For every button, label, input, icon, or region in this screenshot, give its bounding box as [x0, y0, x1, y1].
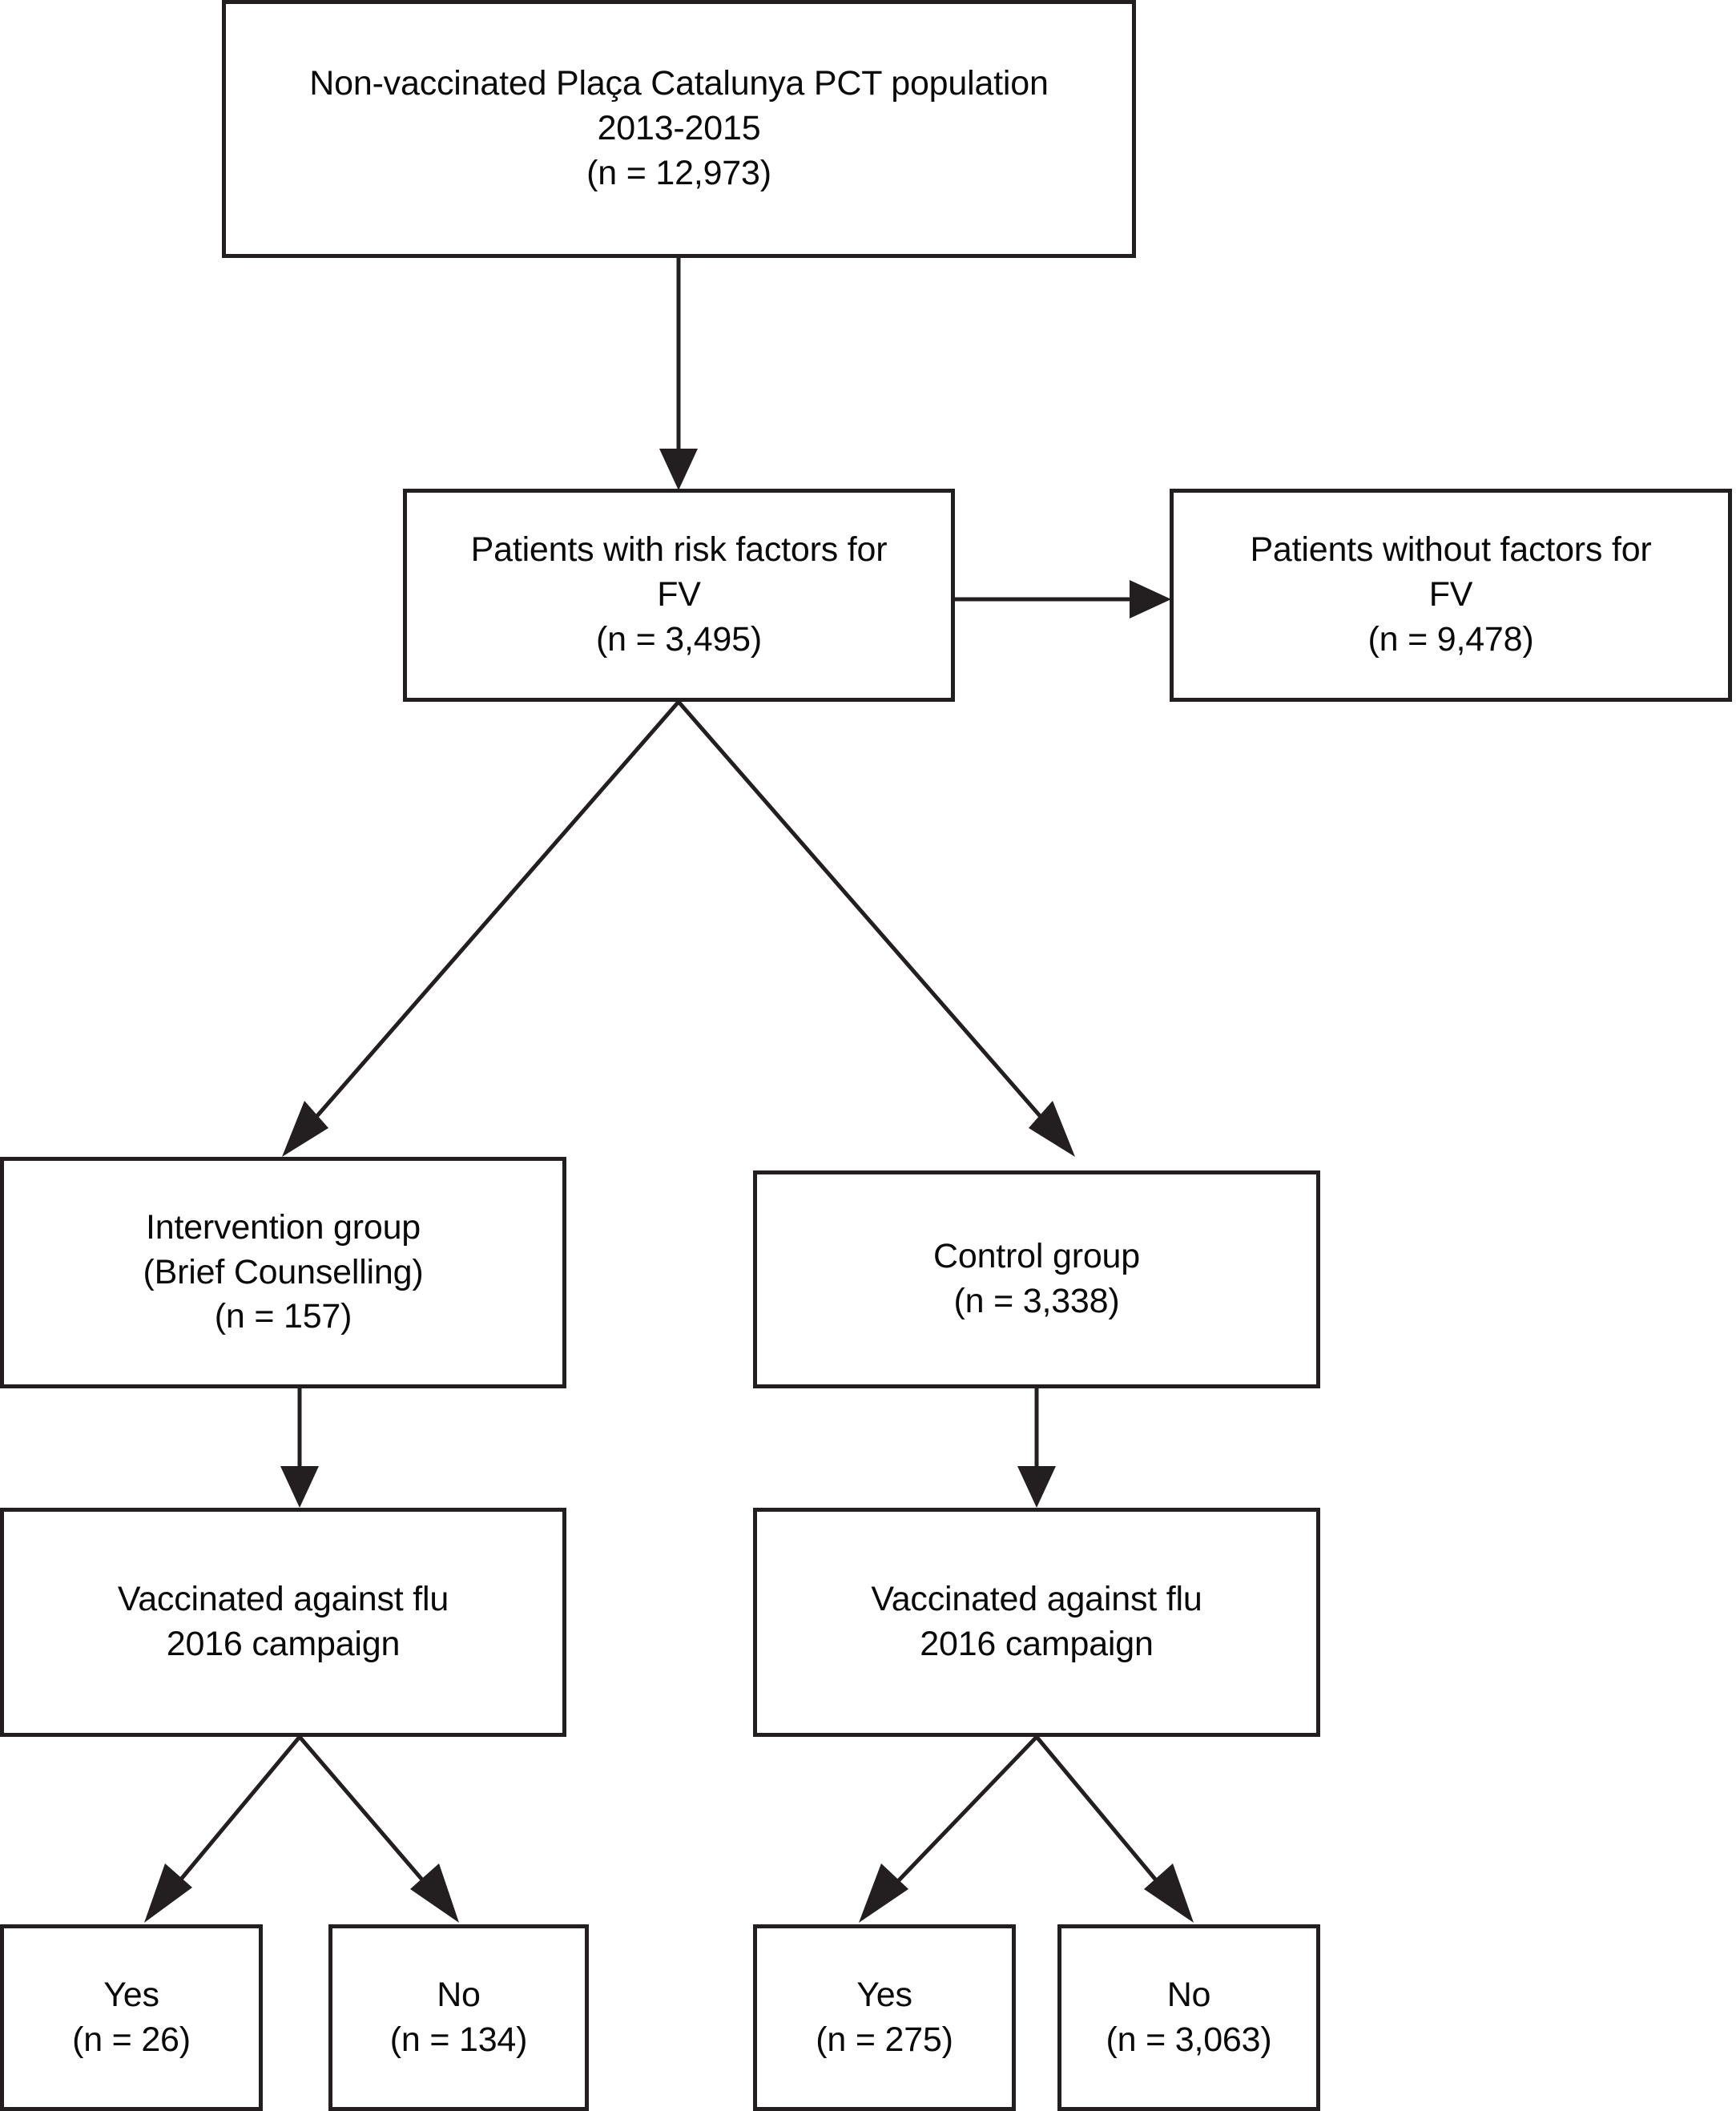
node-with-risk-factors-text: Patients with risk factors for FV (n = 3…: [470, 530, 888, 659]
node-control-yes[interactable]: Yes (n = 275): [753, 1924, 1016, 2111]
node-without-risk-factors-text: Patients without factors for FV (n = 9,4…: [1250, 530, 1652, 659]
connector-intervention-to-vaccinated: [280, 1388, 319, 1508]
connector-control-vaccinated-to-yes: [859, 1735, 1038, 1923]
connector-risk-to-without: [955, 580, 1171, 618]
node-intervention-no[interactable]: No (n = 134): [328, 1924, 589, 2111]
node-intervention-yes-text: Yes (n = 26): [72, 1975, 191, 2059]
node-intervention-group[interactable]: Intervention group (Brief Counselling) (…: [0, 1157, 566, 1388]
node-control-yes-text: Yes (n = 275): [816, 1975, 953, 2059]
node-control-vaccinated-text: Vaccinated against flu 2016 campaign: [871, 1580, 1202, 1663]
node-source-population[interactable]: Non-vaccinated Plaça Catalunya PCT popul…: [222, 0, 1136, 258]
node-intervention-group-text: Intervention group (Brief Counselling) (…: [143, 1207, 424, 1336]
connector-control-to-vaccinated: [1017, 1388, 1056, 1508]
connector-risk-to-intervention: [282, 700, 680, 1157]
node-control-group-text: Control group (n = 3,338): [933, 1237, 1140, 1320]
connector-risk-to-control: [677, 700, 1075, 1157]
connector-intervention-vaccinated-to-no: [298, 1735, 459, 1923]
node-source-population-text: Non-vaccinated Plaça Catalunya PCT popul…: [309, 64, 1049, 192]
node-control-vaccinated[interactable]: Vaccinated against flu 2016 campaign: [753, 1508, 1320, 1737]
node-intervention-yes[interactable]: Yes (n = 26): [0, 1924, 263, 2111]
node-control-no[interactable]: No (n = 3,063): [1057, 1924, 1320, 2111]
connector-control-vaccinated-to-no: [1035, 1735, 1194, 1923]
connector-intervention-vaccinated-to-yes: [144, 1735, 301, 1923]
connector-source-to-risk: [659, 258, 698, 490]
node-with-risk-factors[interactable]: Patients with risk factors for FV (n = 3…: [403, 489, 955, 702]
node-intervention-no-text: No (n = 134): [389, 1975, 528, 2059]
node-control-group[interactable]: Control group (n = 3,338): [753, 1170, 1320, 1388]
node-control-no-text: No (n = 3,063): [1106, 1975, 1272, 2059]
node-intervention-vaccinated-text: Vaccinated against flu 2016 campaign: [117, 1580, 449, 1663]
node-intervention-vaccinated[interactable]: Vaccinated against flu 2016 campaign: [0, 1508, 566, 1737]
node-without-risk-factors[interactable]: Patients without factors for FV (n = 9,4…: [1170, 489, 1732, 702]
